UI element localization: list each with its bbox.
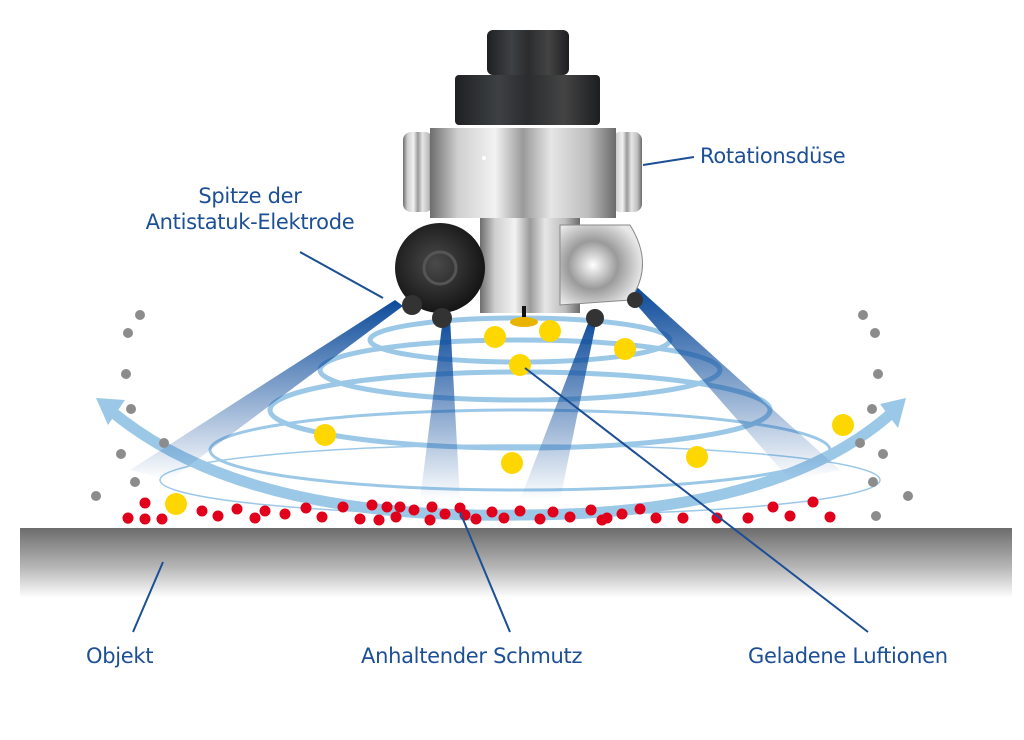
dirt-particle <box>824 511 836 523</box>
removed-particle <box>855 438 865 448</box>
nozzle-body <box>430 128 616 218</box>
dirt-particle <box>196 505 208 517</box>
nozzle-cap <box>487 30 569 75</box>
removed-particle <box>126 404 136 414</box>
nozzle-elbow-chrome <box>559 224 643 306</box>
rotation-arrow-head-left <box>96 398 125 425</box>
removed-particle <box>135 310 145 320</box>
leader-rotation-nozzle <box>642 156 695 166</box>
air-jet-2 <box>420 318 460 500</box>
object-surface <box>20 528 1012 598</box>
charged-air-ion <box>832 414 854 436</box>
label-electrode-tip: Spitze der Antistatuk-Elektrode <box>120 183 380 235</box>
removed-particle <box>870 328 880 338</box>
dirt-particle <box>424 514 436 526</box>
dirt-particle <box>547 506 559 518</box>
dirt-particle <box>514 505 526 517</box>
label-electrode-tip-line2: Antistatuk-Elektrode <box>145 210 355 234</box>
leader-object <box>132 561 164 633</box>
dirt-particle <box>408 504 420 516</box>
removed-particle <box>858 310 868 320</box>
removed-particle <box>871 511 881 521</box>
dirt-particle <box>366 499 378 511</box>
nozzle-hex-nut <box>455 75 600 125</box>
dirt-particle <box>784 510 796 522</box>
dirt-particle <box>300 502 312 514</box>
removed-particle <box>868 477 878 487</box>
leader-ions <box>524 367 869 633</box>
leader-lines <box>132 156 869 633</box>
label-object: Objekt <box>86 644 154 668</box>
charged-air-ion <box>509 354 531 376</box>
nozzle-side-right <box>612 132 642 212</box>
dirt-particle <box>439 508 451 520</box>
charged-air-ion <box>484 326 506 348</box>
leader-dirt <box>459 511 511 633</box>
dirt-particle <box>470 513 482 525</box>
charged-air-ion <box>314 424 336 446</box>
dirt-particle <box>390 511 402 523</box>
removed-particle <box>91 491 101 501</box>
dirt-particle <box>373 514 385 526</box>
dirt-particle <box>337 501 349 513</box>
charged-air-ion <box>614 338 636 360</box>
label-rotation-nozzle: Rotationsdüse <box>700 144 846 168</box>
dirt-particle <box>279 508 291 520</box>
removed-particle <box>123 328 133 338</box>
charged-air-ion <box>165 493 187 515</box>
dirt-particle <box>139 497 151 509</box>
charged-air-ion <box>501 452 523 474</box>
dirt-particle <box>381 501 393 513</box>
dirt-particle <box>394 501 406 513</box>
dirt-particle <box>122 512 134 524</box>
dirt-particle <box>634 503 646 515</box>
dirt-particle <box>534 513 546 525</box>
removed-particle <box>873 369 883 379</box>
label-adhering-dirt: Anhaltender Schmutz <box>361 644 583 668</box>
air-jet-3 <box>520 318 597 500</box>
dirt-particle <box>767 501 779 513</box>
rotation-arrow-head-right <box>880 398 906 428</box>
dirt-particle <box>711 512 723 524</box>
rotation-nozzle <box>395 30 643 328</box>
air-jets <box>130 288 840 500</box>
dirt-particle <box>212 510 224 522</box>
leader-electrode <box>299 251 384 299</box>
dirt-particle <box>316 511 328 523</box>
removed-particle <box>159 438 169 448</box>
removed-particle <box>116 449 126 459</box>
dirt-particle <box>231 503 243 515</box>
dirt-particle <box>677 512 689 524</box>
dirt-particle <box>807 496 819 508</box>
removed-particle <box>878 449 888 459</box>
label-electrode-tip-line1: Spitze der <box>198 184 302 208</box>
dirt-particle <box>139 513 151 525</box>
dirt-particle <box>585 504 597 516</box>
air-jet-1 <box>130 300 403 480</box>
dirt-particle <box>616 508 628 520</box>
dirt-particle <box>742 512 754 524</box>
dirt-particle <box>354 513 366 525</box>
dirt-particle <box>156 513 168 525</box>
dirt-particle <box>486 506 498 518</box>
electrode-knob <box>395 223 485 313</box>
dirt-particle <box>564 511 576 523</box>
nozzle-side-left <box>403 132 433 212</box>
dirt-particle <box>650 512 662 524</box>
dirt-particle <box>259 505 271 517</box>
removed-particle <box>867 404 877 414</box>
label-charged-air-ions: Geladene Luftionen <box>748 644 948 668</box>
air-jet-4 <box>628 288 840 480</box>
dirt-particle <box>426 501 438 513</box>
removed-particle <box>121 369 131 379</box>
removed-particle <box>130 477 140 487</box>
dirt-particle <box>498 512 510 524</box>
removed-particle <box>903 491 913 501</box>
dirt-particle <box>596 514 608 526</box>
charged-air-ion <box>539 320 561 342</box>
charged-air-ion <box>686 446 708 468</box>
dirt-particle <box>249 512 261 524</box>
